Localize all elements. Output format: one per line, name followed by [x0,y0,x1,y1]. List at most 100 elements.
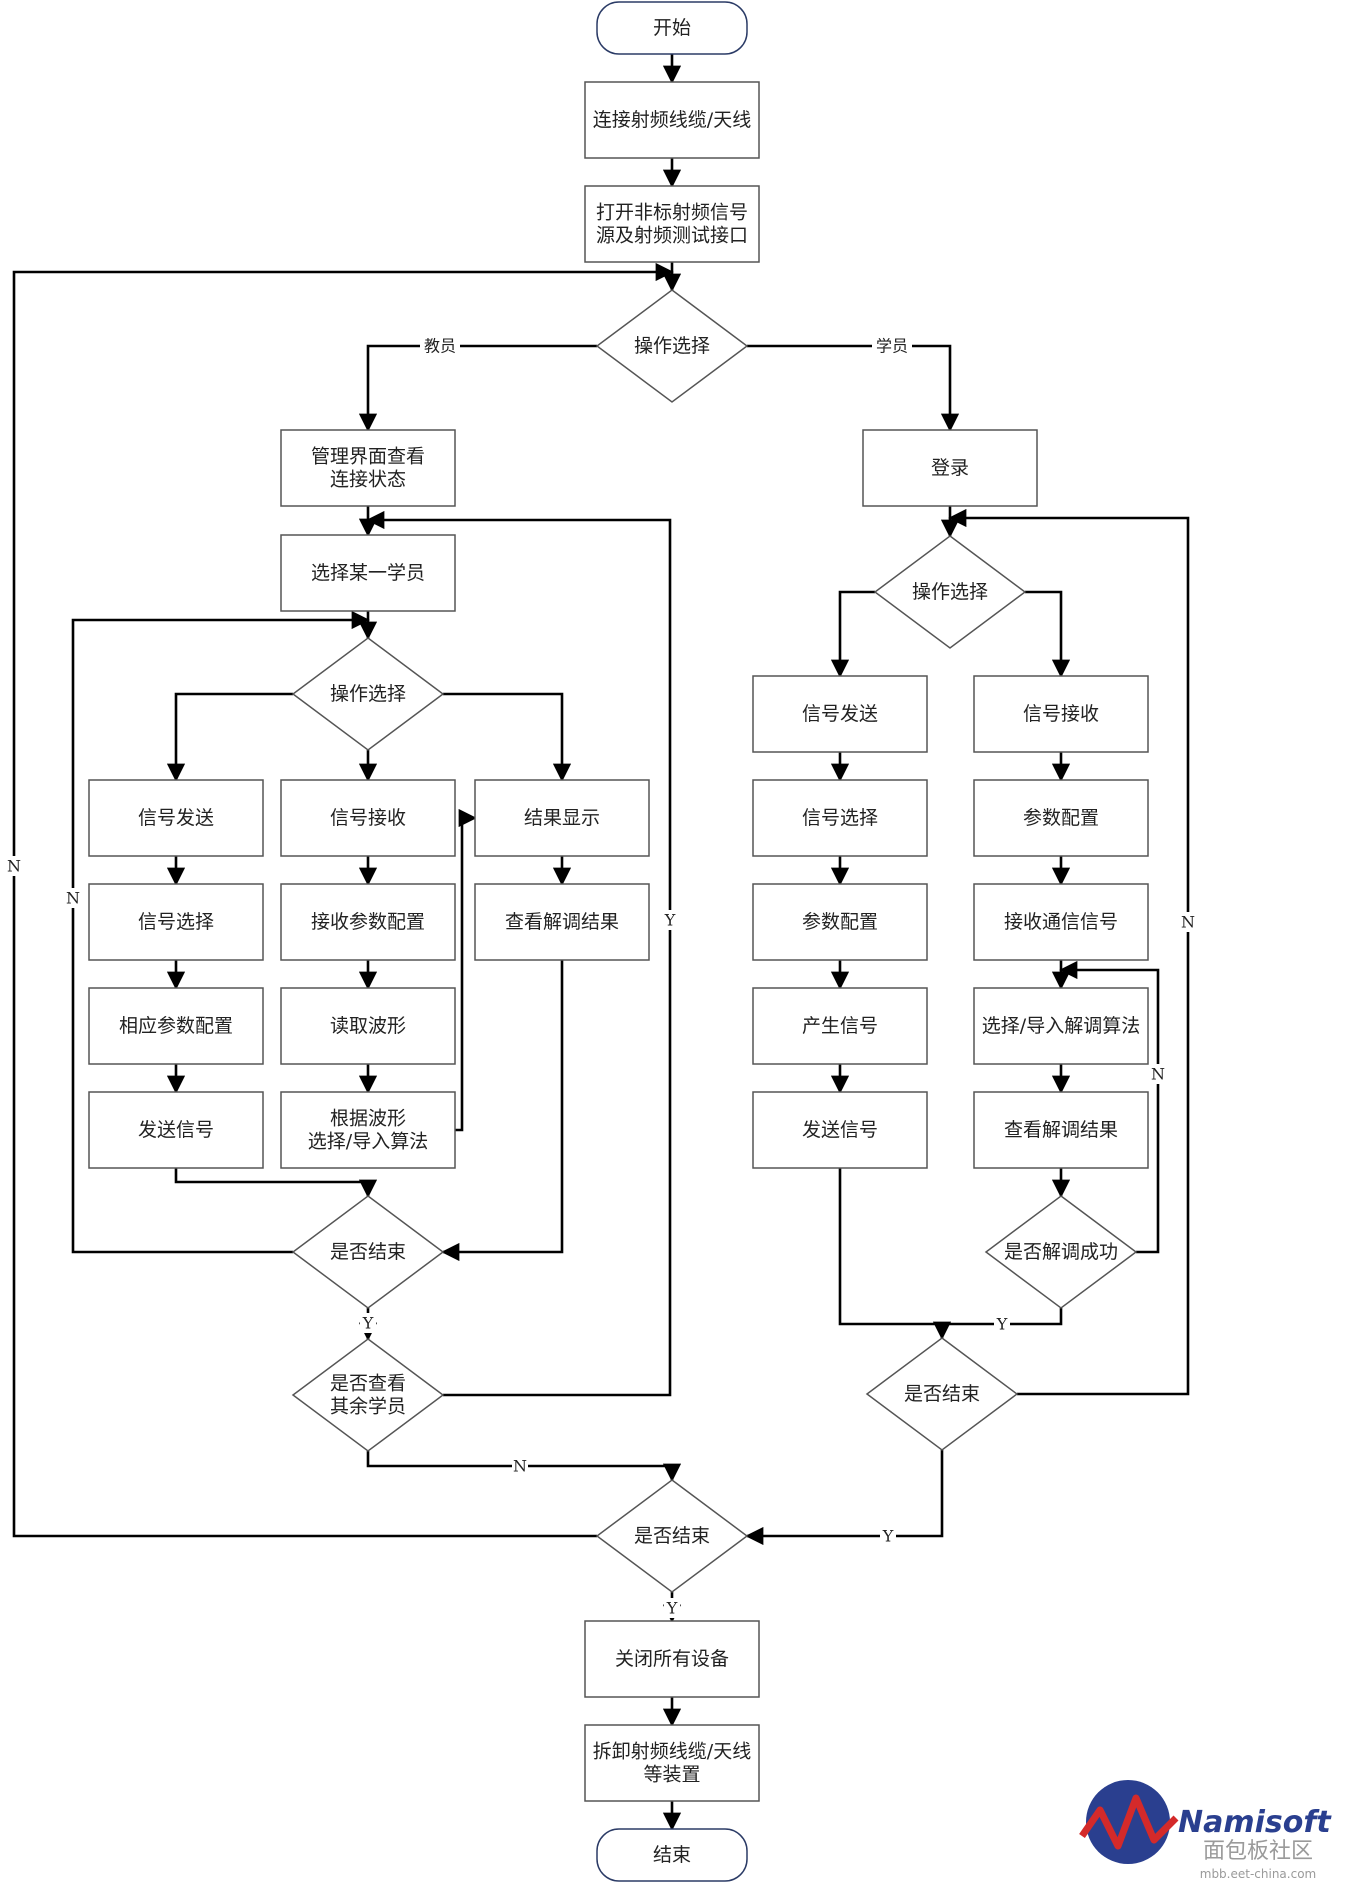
node-main-is-end-label: 是否结束 [634,1525,710,1547]
edge-top-op-t3 [443,692,572,782]
node-s-signal-recv: 信号接收 [973,675,1149,753]
node-s-signal-select-box [752,779,928,857]
node-main-is-end-diamond [595,1479,749,1593]
node-t-signal-send: 信号发送 [88,779,264,857]
edge-s-isend-y [745,1450,944,1546]
node-s-signal-select: 信号选择 [752,779,928,857]
node-admin-view-label: 管理界面查看 [311,446,425,468]
node-s-param-config2-label: 参数配置 [1023,807,1099,829]
node-s-send-signal-box [752,1091,928,1169]
node-s-param-config: 参数配置 [752,883,928,961]
label-y-isend-bg [360,1313,376,1333]
node-open-source-label: 源及射频测试接口 [596,225,748,247]
edge-algo-to-result [455,808,477,1132]
node-op-select-main: 操作选择 [595,289,749,403]
node-s-demod-ok: 是否解调成功 [984,1195,1138,1309]
label-y-others-bg [662,910,678,930]
node-t-is-end-diamond [291,1195,445,1309]
label-n-teacher-loop: N [66,889,80,908]
node-t-result-show-box [474,779,650,857]
node-op-select-main-label: 操作选择 [634,335,710,357]
node-op-select-main-diamond [595,289,749,403]
node-t-select-algo-label: 根据波形 [330,1108,406,1130]
label-n-others-bg [512,1456,528,1476]
node-s-recv-comm-label: 接收通信信号 [1004,911,1118,933]
node-s-select-algo-box [973,987,1149,1065]
node-s-signal-select-label: 信号选择 [802,807,878,829]
node-s-gen-signal-box [752,987,928,1065]
branch-labels: 教员学员NNYYNNNYYY [6,336,1196,1618]
node-login-box [862,429,1038,507]
node-end-terminator [596,1828,748,1882]
label-n-left-outer: N [7,857,21,876]
node-main-is-end: 是否结束 [595,1479,749,1593]
label-y-demod-ok: Y [996,1315,1008,1334]
edge-s-send-join [838,1168,952,1340]
node-t-signal-send-label: 信号发送 [138,807,214,829]
label-n-teacher-loop-bg [65,888,81,908]
node-connect-cable-label: 连接射频线缆/天线 [593,109,751,131]
node-s-select-algo-label: 选择/导入解调算法 [982,1015,1140,1037]
label-n-demod: N [1151,1065,1165,1084]
node-s-recv-comm-box [973,883,1149,961]
flowchart-nodes: 开始连接射频线缆/天线打开非标射频信号源及射频测试接口操作选择管理界面查看连接状… [88,1,1149,1882]
node-t-signal-recv-box [280,779,456,857]
node-s-param-config-box [752,883,928,961]
node-s-demod-ok-label: 是否解调成功 [1004,1241,1118,1263]
label-n-student-loop-bg [1180,912,1196,932]
node-dismantle-label: 等装置 [643,1764,700,1786]
node-t-send-signal-label: 发送信号 [138,1119,214,1141]
watermark-badge [1176,1838,1342,1884]
watermark-forum-text: 面包板社区 [1203,1839,1313,1864]
node-t-view-demod-box [474,883,650,961]
node-admin-view-box [280,429,456,507]
node-s-select-algo: 选择/导入解调算法 [973,987,1149,1065]
edge-top-op-t1 [166,692,293,782]
node-s-is-end: 是否结束 [865,1337,1019,1451]
node-s-demod-ok-diamond [984,1195,1138,1309]
edge-s-isend-n [948,508,1190,1396]
label-y-student-end: Y [882,1527,894,1546]
label-student-bg [872,336,912,356]
edge-main-isend-n [12,262,674,1538]
label-teacher: 教员 [424,337,456,356]
label-y-isend: Y [362,1314,374,1333]
connector-lines [12,54,1190,1831]
edge-isend-n-loop [71,610,370,1254]
node-login-label: 登录 [931,457,969,479]
label-y-student-end-bg [880,1526,896,1546]
label-y-others: Y [664,911,676,930]
watermark-site-text: mbb.eet-china.com [1200,1867,1316,1881]
node-t-signal-send-box [88,779,264,857]
node-t-send-signal: 发送信号 [88,1091,264,1169]
edge-demod-fail [1059,960,1160,1254]
node-s-signal-send: 信号发送 [752,675,928,753]
node-t-read-wave-box [280,987,456,1065]
node-connect-cable-box [584,81,760,159]
logo-wave-icon [1079,1794,1179,1850]
node-t-is-end-label: 是否结束 [330,1241,406,1263]
node-s-send-signal: 发送信号 [752,1091,928,1169]
node-t-view-others-label: 是否查看 [330,1373,406,1395]
node-s-view-demod: 查看解调结果 [973,1091,1149,1169]
node-start: 开始 [596,1,748,55]
node-t-result-show: 结果显示 [474,779,650,857]
node-end: 结束 [596,1828,748,1882]
node-t-param-config-label: 相应参数配置 [119,1015,233,1037]
node-t-view-demod-label: 查看解调结果 [505,911,619,933]
edge-demod-to-isend [441,960,564,1262]
node-start-terminator [596,1,748,55]
node-t-view-others-diamond [291,1338,445,1452]
edge-demod-ok-y [942,1308,1063,1326]
node-close-all: 关闭所有设备 [584,1620,760,1698]
node-start-label: 开始 [653,17,691,39]
node-close-all-box [584,1620,760,1698]
node-select-student: 选择某一学员 [280,534,456,612]
node-t-signal-select-label: 信号选择 [138,911,214,933]
node-t-result-show-label: 结果显示 [524,807,600,829]
edge-s-op-right [1025,590,1071,678]
